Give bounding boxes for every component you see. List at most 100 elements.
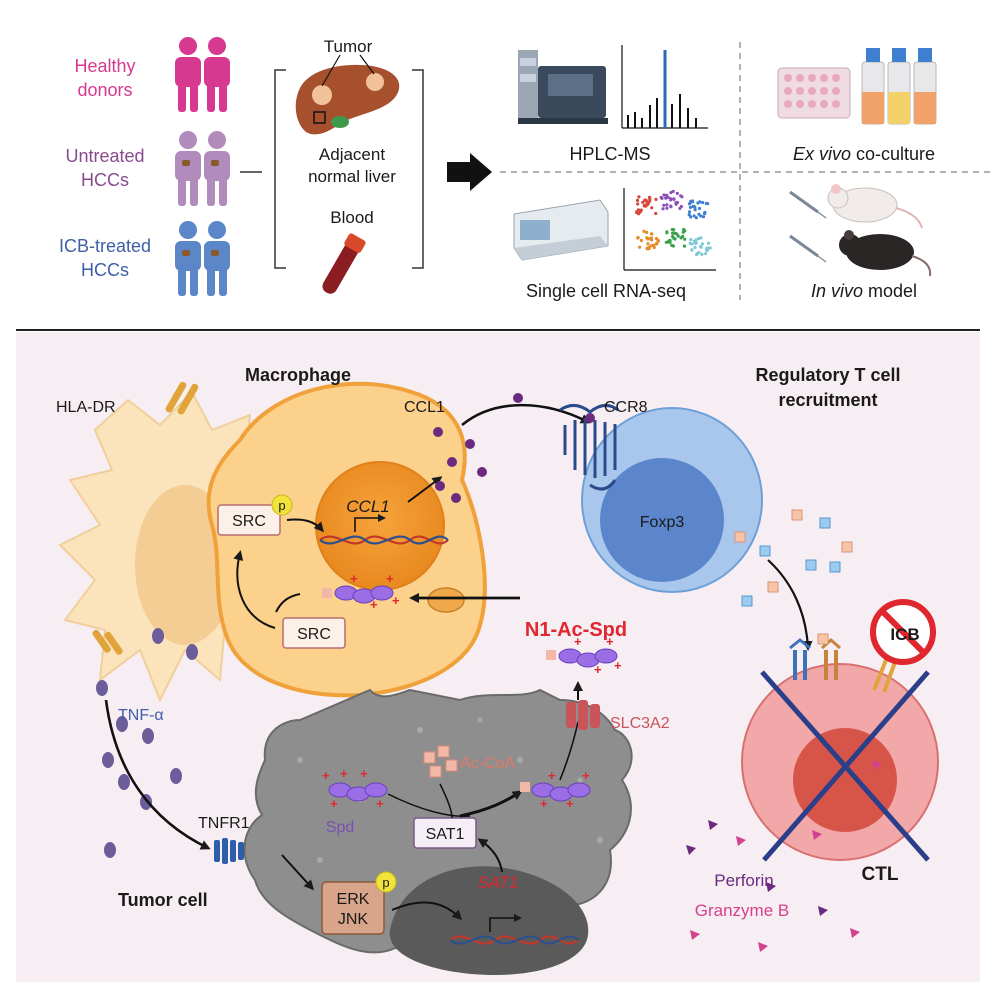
tsne-dot <box>683 237 687 241</box>
macrophage-label: Macrophage <box>245 365 351 385</box>
treg-nucleus <box>600 458 724 582</box>
src-activation-arrow <box>233 550 276 629</box>
healthy-donors-icon <box>175 37 230 112</box>
tsne-dot <box>673 237 677 241</box>
icb-label: ICB <box>890 625 919 644</box>
sat1-product-arrow <box>459 790 523 818</box>
adjacent-label-2: normal liver <box>308 167 396 186</box>
product-to-transporter-line <box>559 721 579 781</box>
ccl1-bound-molecule <box>585 413 595 423</box>
n1-ac-spd-product: + + + + <box>520 768 591 811</box>
liver-icon <box>295 54 400 135</box>
hplc-instrument-icon <box>518 50 608 124</box>
tsne-dot <box>689 215 693 219</box>
blood-tube-icon <box>322 233 366 294</box>
tsne-dot <box>703 210 707 215</box>
tsne-dot <box>682 244 687 248</box>
scrna-label: Single cell RNA-seq <box>526 281 686 301</box>
healthy-label-2: donors <box>77 80 132 100</box>
granzyme-label: Granzyme B <box>695 901 789 920</box>
treg-label-2: recruitment <box>778 390 877 410</box>
tsne-dot <box>669 205 673 209</box>
tsne-dot <box>669 197 673 201</box>
perforin-granzyme-particles <box>686 760 882 952</box>
tsne-dot <box>642 229 646 233</box>
accoa-to-sat1-line <box>439 783 453 819</box>
tsne-dots <box>635 189 712 257</box>
tsne-dot <box>646 201 650 205</box>
tsne-dot <box>648 197 652 201</box>
ctl-nucleus <box>793 728 897 832</box>
slc3a2-label: SLC3A2 <box>610 715 670 732</box>
tsne-dot <box>654 211 658 216</box>
erk-phospho-icon <box>375 871 397 893</box>
tnf-source-receptor-icon <box>92 629 123 655</box>
tsne-dot <box>664 196 668 200</box>
untreated-hcc-icon <box>175 131 230 206</box>
svg-text:+: + <box>548 768 556 783</box>
spd-molecule: + + + + + <box>322 766 388 811</box>
svg-text:+: + <box>322 768 330 783</box>
dna-helix-tumor-icon <box>449 935 579 945</box>
tnf-to-tnfr1-arrow <box>104 699 211 850</box>
erk-to-sat1-gene-arrow <box>391 901 463 921</box>
invivo-rest: model <box>863 281 917 301</box>
tsne-dot <box>654 197 658 201</box>
treg-to-ctl-arrow <box>767 559 813 651</box>
tsne-dot <box>688 210 692 214</box>
tsne-dot <box>638 245 642 249</box>
n1-ac-spd-molecule-outside: + + + + <box>546 634 622 677</box>
svg-text:+: + <box>340 766 348 781</box>
invivo-italic: In vivo <box>811 281 863 301</box>
slc3a2-transporter-icon <box>566 700 600 730</box>
tsne-dot <box>651 243 656 247</box>
src-to-ccl1-arrow <box>286 518 324 533</box>
n1-ac-spd-molecule-inside: + + + + <box>322 571 400 612</box>
ccl1-molecules <box>433 393 523 503</box>
healthy-label-1: Healthy <box>74 56 135 76</box>
svg-text:+: + <box>614 658 622 673</box>
treg-cytokines <box>734 509 853 607</box>
icb-treated-hcc-icon <box>175 221 230 296</box>
tsne-dot <box>692 239 697 243</box>
mouse-black-icon <box>839 230 932 277</box>
tsne-dot <box>706 241 711 245</box>
tsne-dot <box>689 200 693 204</box>
tsne-dot <box>642 204 646 208</box>
macrophage-nucleus <box>315 461 445 591</box>
src-phospho-label: SRC <box>232 513 266 530</box>
hplc-spectrum-icon <box>621 45 708 129</box>
ccl1-secretion-arrow <box>407 476 443 503</box>
hla-dr-receptor-icon <box>165 381 199 415</box>
tsne-dot <box>688 241 692 245</box>
ccl1-label: CCL1 <box>404 399 445 416</box>
svg-text:+: + <box>606 634 614 649</box>
sat1-protein-box <box>413 817 477 849</box>
tsne-dot <box>705 246 709 250</box>
tsne-dot <box>656 238 660 242</box>
svg-text:+: + <box>370 597 378 612</box>
tsne-dot <box>701 215 706 219</box>
tsne-dot <box>679 204 684 209</box>
sat1-gene-to-protein-arrow <box>477 838 503 873</box>
tsne-dot <box>649 236 654 240</box>
tsne-dot <box>665 206 669 210</box>
hplc-label: HPLC-MS <box>569 144 650 164</box>
svg-text:+: + <box>360 766 368 781</box>
tsne-dot <box>695 253 699 257</box>
svg-text:+: + <box>330 796 338 811</box>
syringe-icon <box>789 190 827 263</box>
tsne-dot <box>701 201 705 205</box>
tsne-dot <box>638 210 642 214</box>
tsne-dot <box>704 201 709 206</box>
tsne-dot <box>690 248 694 252</box>
tsne-dot <box>650 232 654 236</box>
tsne-dot <box>697 251 701 255</box>
ac-coa-molecules <box>423 745 458 778</box>
tsne-dot <box>671 231 675 235</box>
tumor-label: Tumor <box>324 37 373 56</box>
n1-ac-spd-label: N1-Ac-Spd <box>525 619 627 641</box>
tsne-dot <box>639 238 644 243</box>
